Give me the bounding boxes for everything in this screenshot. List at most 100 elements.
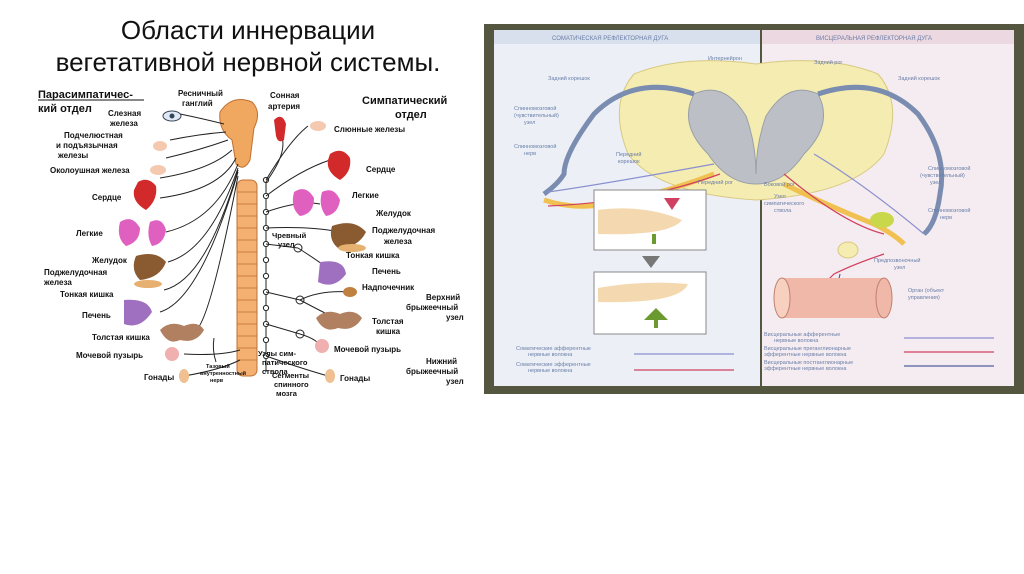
legend-right-label: эфферентные нервные волокна [764, 366, 847, 372]
celiac-node-label: узел [278, 240, 295, 249]
visceral-label: (чувствительный) [920, 172, 965, 179]
organ-cylinder [773, 277, 893, 319]
visceral-label: узел [930, 180, 941, 186]
legend-left-label: нервные волокна [528, 352, 573, 358]
carotid-artery-label: Сонная [270, 91, 300, 100]
legend-left: Соматические афферентные нервные волокна… [516, 346, 734, 374]
skin-box-2 [593, 271, 707, 335]
top-label: Интернейрон [708, 55, 742, 62]
parasympathetic-heading: Парасимпатичес- кий отдел [38, 89, 144, 115]
top-label: Задний рог [814, 59, 842, 66]
top-label: Задний корешок [898, 75, 940, 82]
left-organ-label: Слезная [108, 109, 141, 118]
left-organ-label: Желудок [91, 256, 128, 265]
left-organ-label: и подъязычная [56, 141, 118, 150]
spinal-cord [236, 179, 258, 377]
sympathetic-heading-line: отдел [395, 109, 427, 121]
visceral-label: Предпозвоночный [874, 257, 920, 264]
legend-right-label: нервные волокна [774, 338, 819, 344]
legend-right-label: Висцеральные преганглионарные [764, 346, 851, 352]
right-organ-label: Толстая [372, 317, 404, 326]
prevertebral-nodes [293, 243, 305, 339]
spinal-segments-label: спинного [274, 380, 309, 389]
right-organ-label: брыжеечный [406, 367, 458, 376]
sympathetic-trunk-label: патического [262, 358, 308, 367]
somatic-label: Передний [616, 151, 641, 158]
legend-right-label: Висцеральные афферентные [764, 332, 840, 338]
parasympathetic-nerve-fibers [159, 113, 241, 377]
parasympathetic-heading-line: кий отдел [38, 103, 92, 115]
visceral-label: ствола [774, 208, 792, 214]
visceral-label: узел [894, 265, 905, 271]
visceral-label: нерв [940, 215, 952, 221]
visceral-label: симпатического [764, 201, 804, 207]
right-organ-label: кишка [376, 327, 401, 336]
left-organ-label: Печень [82, 311, 111, 320]
celiac-node-label: Чревный [272, 231, 307, 240]
visceral-label: управления) [908, 295, 940, 301]
somatic-label: корешок [618, 159, 640, 165]
pelvic-nerve-label: Тазовый [206, 363, 230, 370]
right-organ-label: Надпочечник [362, 283, 415, 292]
right-organ-label: узел [446, 377, 464, 386]
pelvic-nerve-label: внутренностный [200, 370, 246, 377]
legend-right: Висцеральные афферентные нервные волокна… [764, 332, 994, 372]
somatic-label: (чувствительный) [514, 112, 559, 119]
right-organ-label: узел [446, 313, 464, 322]
left-organ-label: Околоушная железа [50, 166, 130, 175]
parasympathetic-heading-line: Парасимпатичес- [38, 89, 133, 101]
spinal-segments-label: Сегменты [272, 371, 309, 380]
left-organ-label: Легкие [76, 229, 103, 238]
ciliary-ganglion-label: ганглий [182, 99, 213, 108]
visceral-label: Узел [774, 194, 786, 200]
legend-left-label: Соматические эфферентные [516, 362, 591, 368]
skin-box-1 [593, 189, 707, 251]
visceral-header: ВИСЦЕРАЛЬНАЯ РЕФЛЕКТОРНАЯ ДУГА [816, 36, 932, 42]
ganglion-nodes [837, 212, 894, 259]
somatic-label: узел [524, 120, 535, 126]
right-organ-label: Гонады [340, 374, 370, 383]
visceral-label: Спинномозговой [928, 165, 970, 172]
left-organ-label: Поджелудочная [44, 268, 108, 277]
legend-left-label: Соматические афферентные [516, 346, 591, 352]
right-organ-label: брыжеечный [406, 303, 458, 312]
left-organ-label: железа [109, 119, 138, 128]
brain-shape [219, 99, 258, 168]
right-organ-label: Легкие [352, 191, 379, 200]
spinal-segments-label: мозга [276, 389, 298, 398]
somatic-label: Передний рог [698, 179, 733, 186]
left-organ-label: Гонады [144, 373, 174, 382]
slide-title-line-1: Области иннервации [120, 15, 376, 45]
left-organ-label: Толстая кишка [92, 333, 150, 342]
sympathetic-heading-line: Симпатический [362, 95, 447, 107]
visceral-label: Боковой рог [764, 181, 795, 188]
right-organ-label: железа [383, 237, 412, 246]
visceral-label: Спинномозговой [928, 207, 970, 214]
carotid-artery-label: артерия [268, 102, 300, 111]
legend-left-label: нервные волокна [528, 368, 573, 374]
ciliary-ganglion-label: Ресничный [178, 89, 223, 98]
left-organ-label: Подчелюстная [64, 131, 123, 140]
slide-title: Области иннервации вегетативной нервной … [18, 14, 478, 78]
sympathetic-heading: Симпатический отдел [362, 95, 447, 121]
spinal-cross-section [618, 60, 894, 201]
right-organ-label: Тонкая кишка [346, 251, 400, 260]
left-organ-label: Сердце [92, 193, 122, 202]
right-organ-label: Поджелудочная [372, 226, 436, 235]
legend-right-label: эфферентные нервные волокна [764, 352, 847, 358]
reflex-arc-diagram: СОМАТИЧЕСКАЯ РЕФЛЕКТОРНАЯ ДУГА ВИСЦЕРАЛЬ… [484, 24, 1024, 394]
right-organ-icons [274, 116, 366, 383]
sympathetic-trunk-label: ствола [262, 367, 289, 376]
down-arrow-icon [642, 256, 660, 268]
legend-right-label: Висцеральные постганглионарные [764, 360, 853, 366]
right-organ-label: Слюнные железы [334, 125, 405, 134]
autonomic-innervation-diagram: Парасимпатичес- кий отдел Симпатический … [38, 89, 464, 398]
somatic-header: СОМАТИЧЕСКАЯ РЕФЛЕКТОРНАЯ ДУГА [552, 36, 668, 42]
right-organ-label: Нижний [426, 357, 457, 366]
somatic-label: Спинномозговой [514, 143, 556, 150]
pelvic-nerve-label: нерв [210, 378, 224, 384]
right-organ-label: Верхний [426, 293, 460, 302]
left-organ-label: железа [43, 278, 72, 287]
somatic-label: Задний корешок [548, 75, 590, 82]
sympathetic-trunk-label: Узлы сим- [258, 349, 297, 358]
